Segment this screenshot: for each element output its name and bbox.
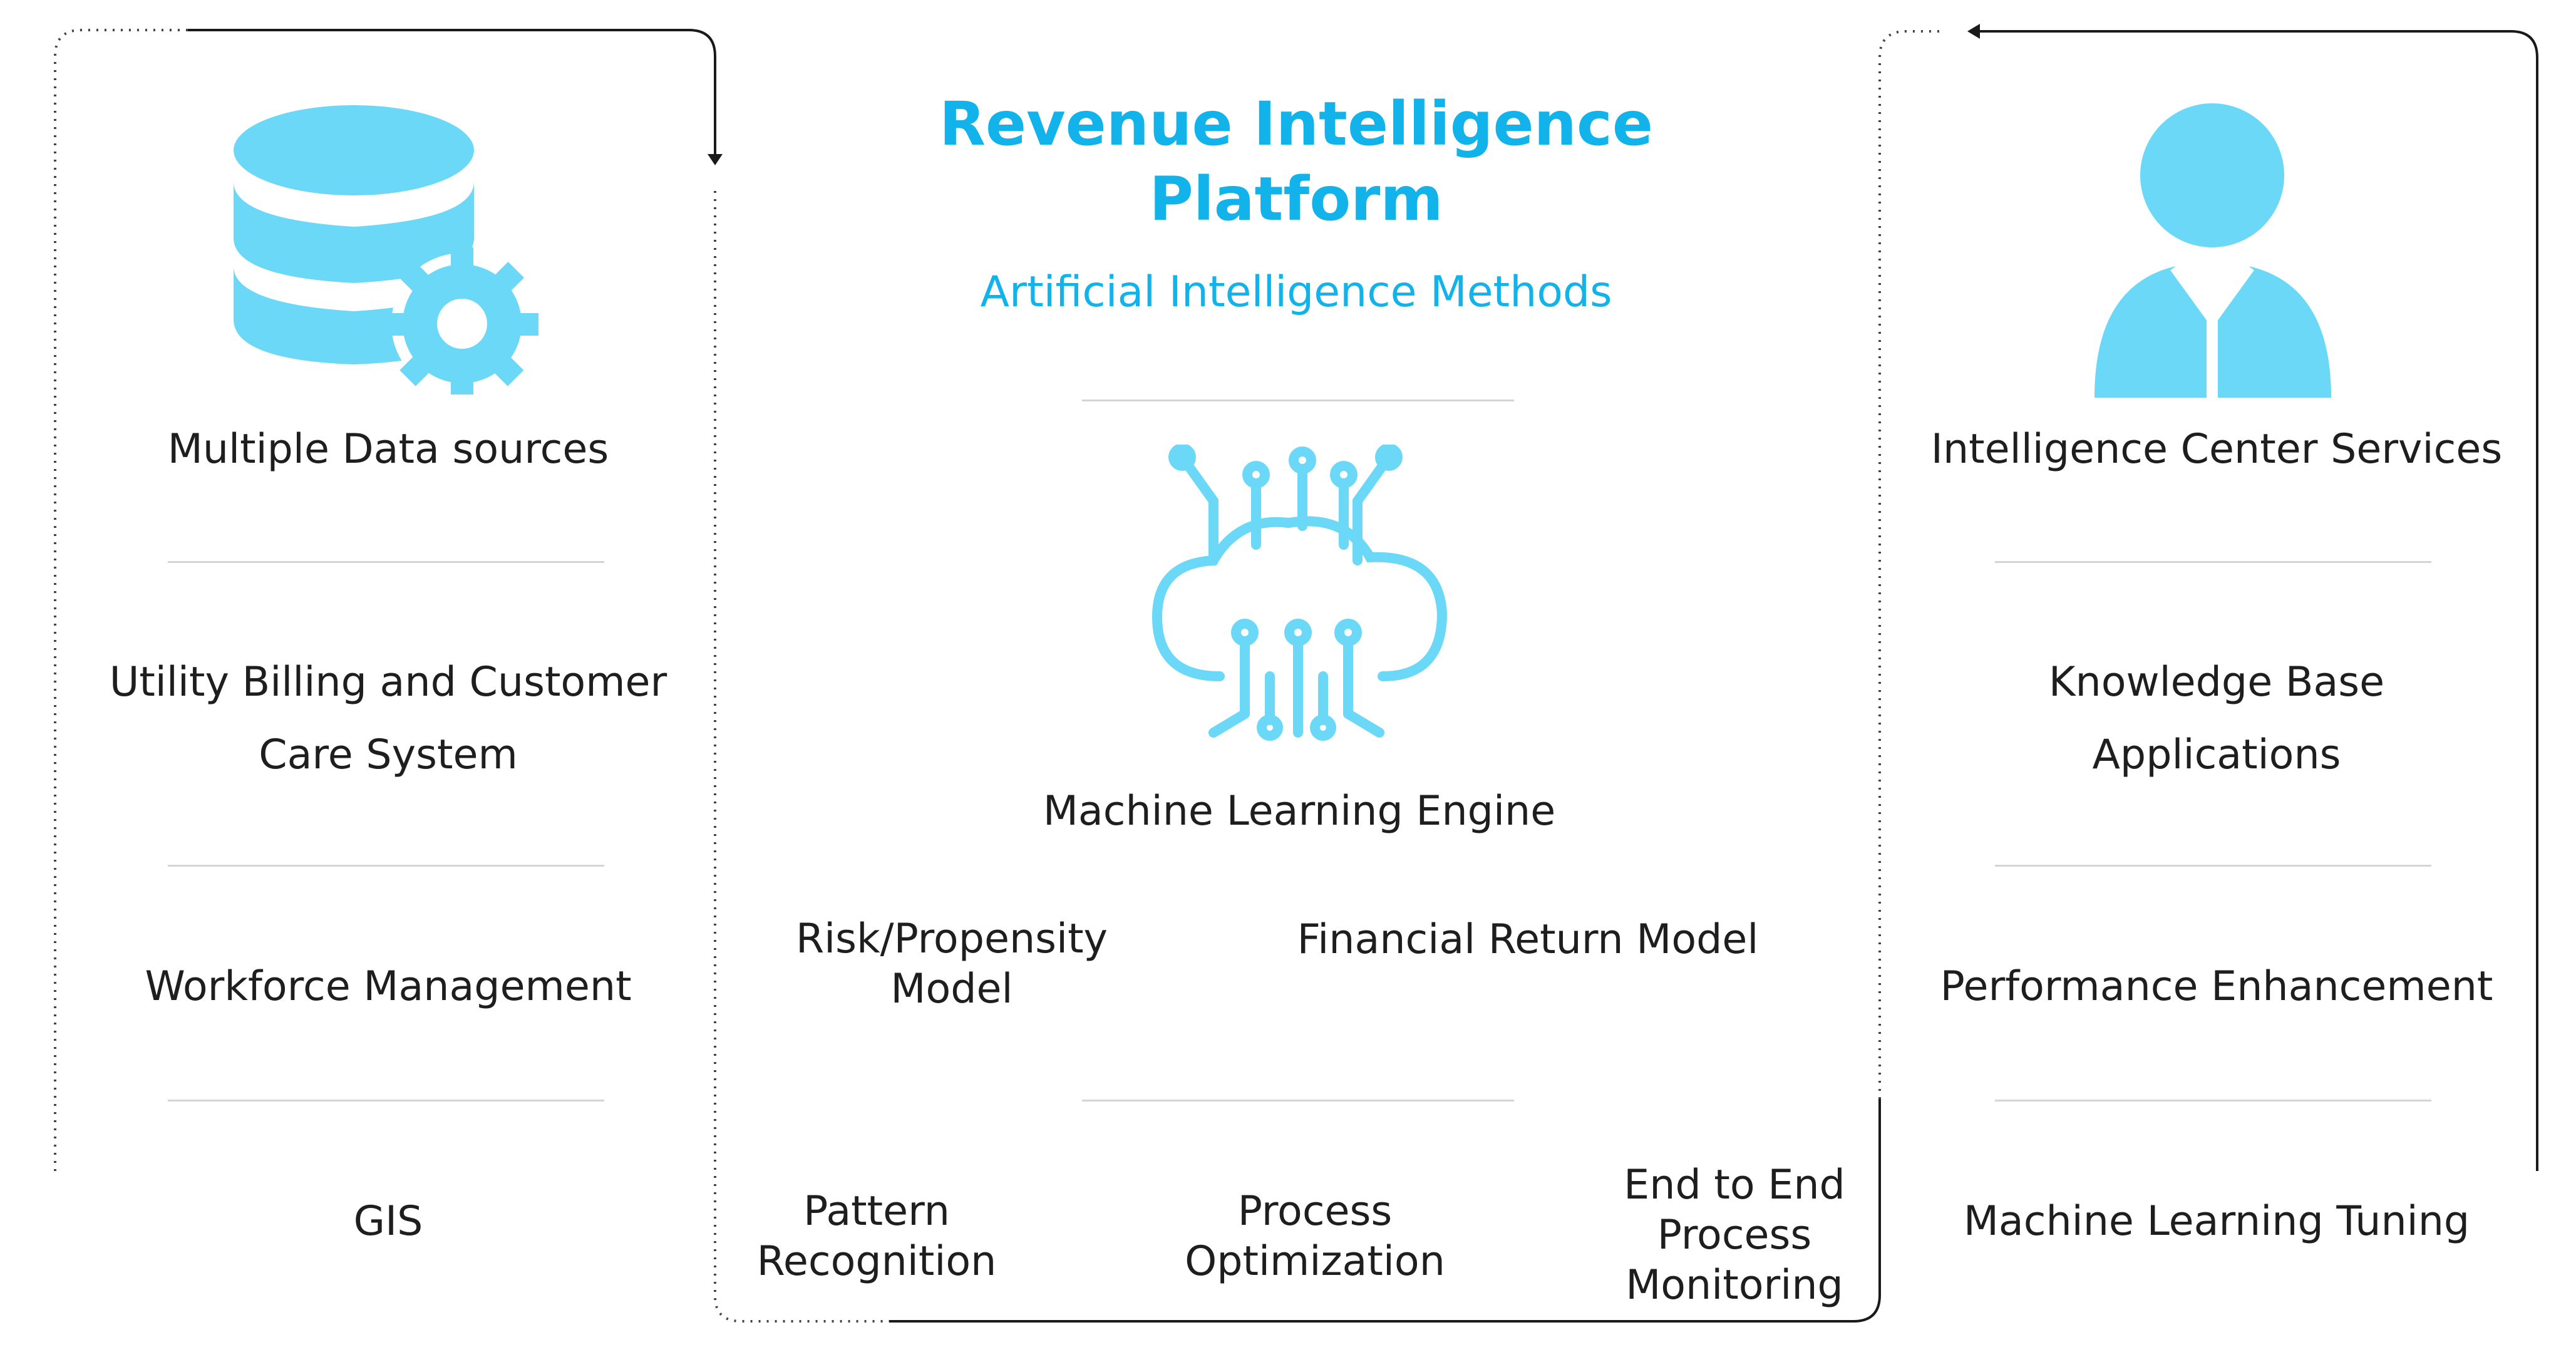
person-user-icon	[2094, 103, 2331, 398]
center-model-risk: Risk/Propensity Model	[795, 916, 1108, 1013]
center-capability-monitoring: End to End Process Monitoring	[1624, 1162, 1845, 1309]
left-dotted-connector	[54, 29, 188, 1171]
diagram-subtitle: Artificial Intelligence Methods	[980, 267, 1612, 317]
right-separator-3	[1995, 1100, 2431, 1101]
left-solid-connector	[188, 29, 716, 155]
diagram-title: Revenue Intelligence Platform	[939, 89, 1653, 234]
center-solid-bottom	[889, 1099, 1881, 1323]
right-dotted-connector	[1878, 30, 1941, 1099]
center-capability-process-opt: Process Optimization	[1185, 1188, 1445, 1285]
right-item-ml-tuning: Machine Learning Tuning	[1963, 1198, 2470, 1245]
header-separator	[1082, 400, 1514, 401]
right-separator-1	[1995, 561, 2431, 563]
center-dotted-connector	[714, 191, 889, 1323]
left-item-workforce: Workforce Management	[145, 963, 632, 1010]
right-item-intel-center: Intelligence Center Services	[1930, 426, 2503, 473]
right-solid-connector	[1979, 30, 2538, 1171]
database-gear-icon	[234, 105, 538, 395]
left-item-billing-system: Utility Billing and Customer Care System	[109, 659, 667, 778]
left-separator-3	[168, 1100, 604, 1101]
right-item-performance: Performance Enhancement	[1940, 963, 2493, 1010]
left-arrow-head	[708, 154, 723, 165]
right-arrow-head	[1967, 24, 1980, 39]
right-separator-2	[1995, 865, 2431, 867]
center-engine-label: Machine Learning Engine	[1043, 788, 1556, 835]
right-item-knowledge-base: Knowledge Base Applications	[2048, 659, 2385, 778]
left-item-data-sources: Multiple Data sources	[167, 426, 609, 473]
left-separator-1	[168, 561, 604, 563]
cloud-circuit-icon	[1151, 445, 1448, 741]
center-capability-pattern: Pattern Recognition	[756, 1188, 997, 1285]
left-separator-2	[168, 865, 604, 867]
center-model-financial: Financial Return Model	[1297, 916, 1759, 963]
left-item-gis: GIS	[353, 1198, 423, 1245]
center-separator	[1082, 1100, 1514, 1101]
